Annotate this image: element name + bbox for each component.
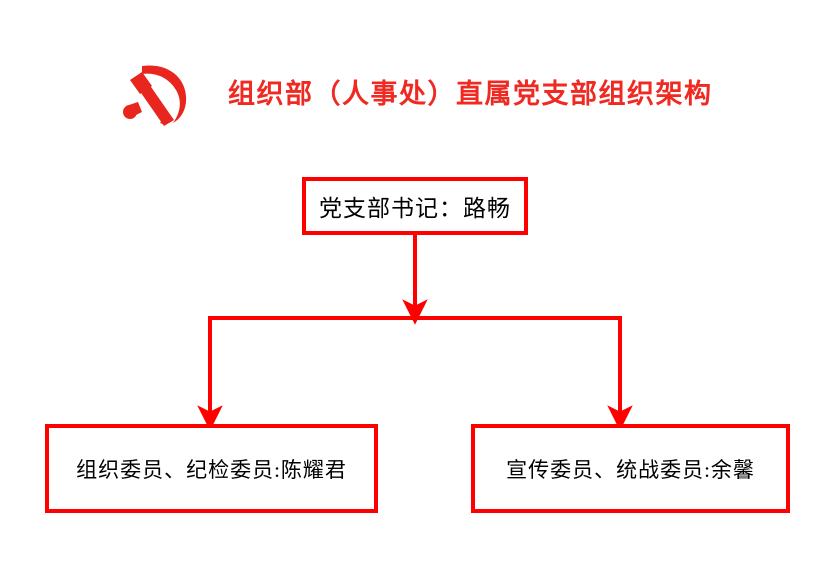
node-publicity-united-front-committee-member[interactable]: 宣传委员、统战委员:余馨 bbox=[471, 424, 790, 513]
page-title: 组织部（人事处）直属党支部组织架构 bbox=[228, 79, 713, 109]
chart-header: 组织部（人事处）直属党支部组织架构 bbox=[0, 28, 832, 126]
node-label: 组织委员、纪检委员:陈耀君 bbox=[76, 457, 347, 482]
node-label: 党支部书记：路畅 bbox=[319, 196, 511, 221]
node-party-branch-secretary[interactable]: 党支部书记：路畅 bbox=[302, 177, 528, 235]
node-label: 宣传委员、统战委员:余馨 bbox=[506, 457, 755, 482]
hammer-and-sickle-icon bbox=[112, 62, 196, 126]
node-organization-discipline-committee-member[interactable]: 组织委员、纪检委员:陈耀君 bbox=[45, 424, 378, 513]
